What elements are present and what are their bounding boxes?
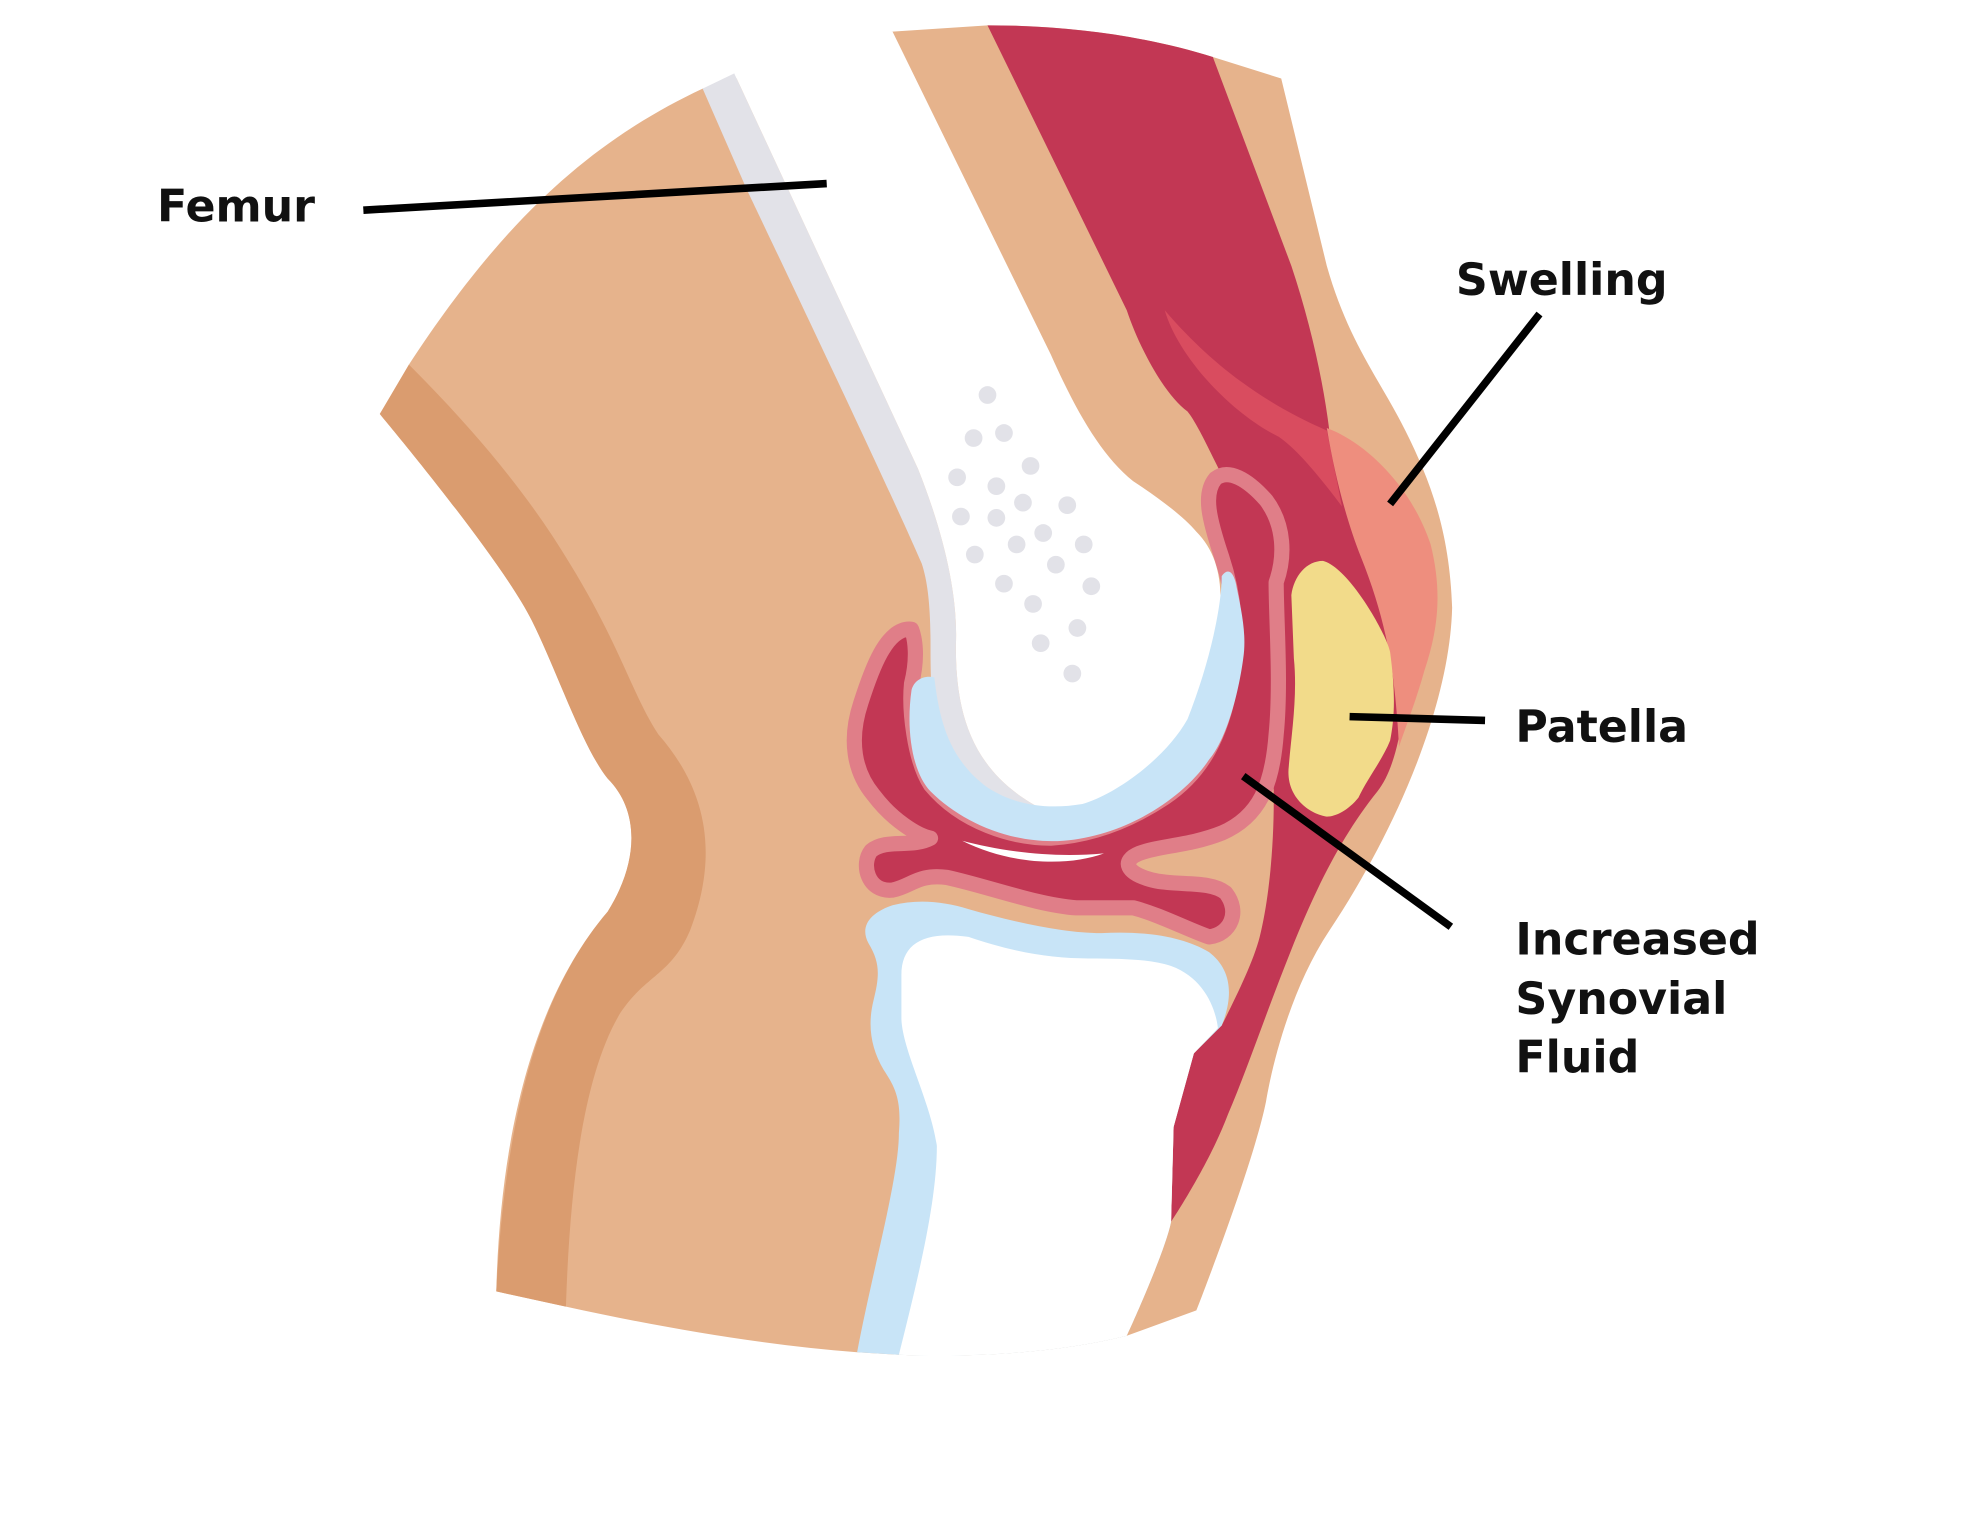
label-synovial-line3: Fluid [1515,1032,1639,1083]
meniscus [962,840,1104,862]
patella-leader-line [1349,712,1486,725]
patella [1288,560,1394,817]
bone-marrow-dots [948,386,1101,683]
femur-leader-line [363,179,827,214]
label-femur: Femur [157,182,315,233]
label-synovial-line2: Synovial [1515,974,1727,1025]
tibia-bone [898,935,1218,1356]
femur-edge [702,73,1045,811]
muscle [987,25,1406,1222]
swelling-leader-line [1387,311,1543,507]
femur-bone [734,31,1221,811]
label-swelling: Swelling [1456,255,1668,306]
femur-cartilage [909,571,1245,842]
swelling [1326,427,1438,748]
skin-back-band [379,364,706,1307]
label-synovial-line1: Increased [1515,915,1759,966]
swelling-inner [1164,310,1342,507]
synovial-leader-line [1241,773,1454,930]
label-patella: Patella [1515,702,1688,753]
